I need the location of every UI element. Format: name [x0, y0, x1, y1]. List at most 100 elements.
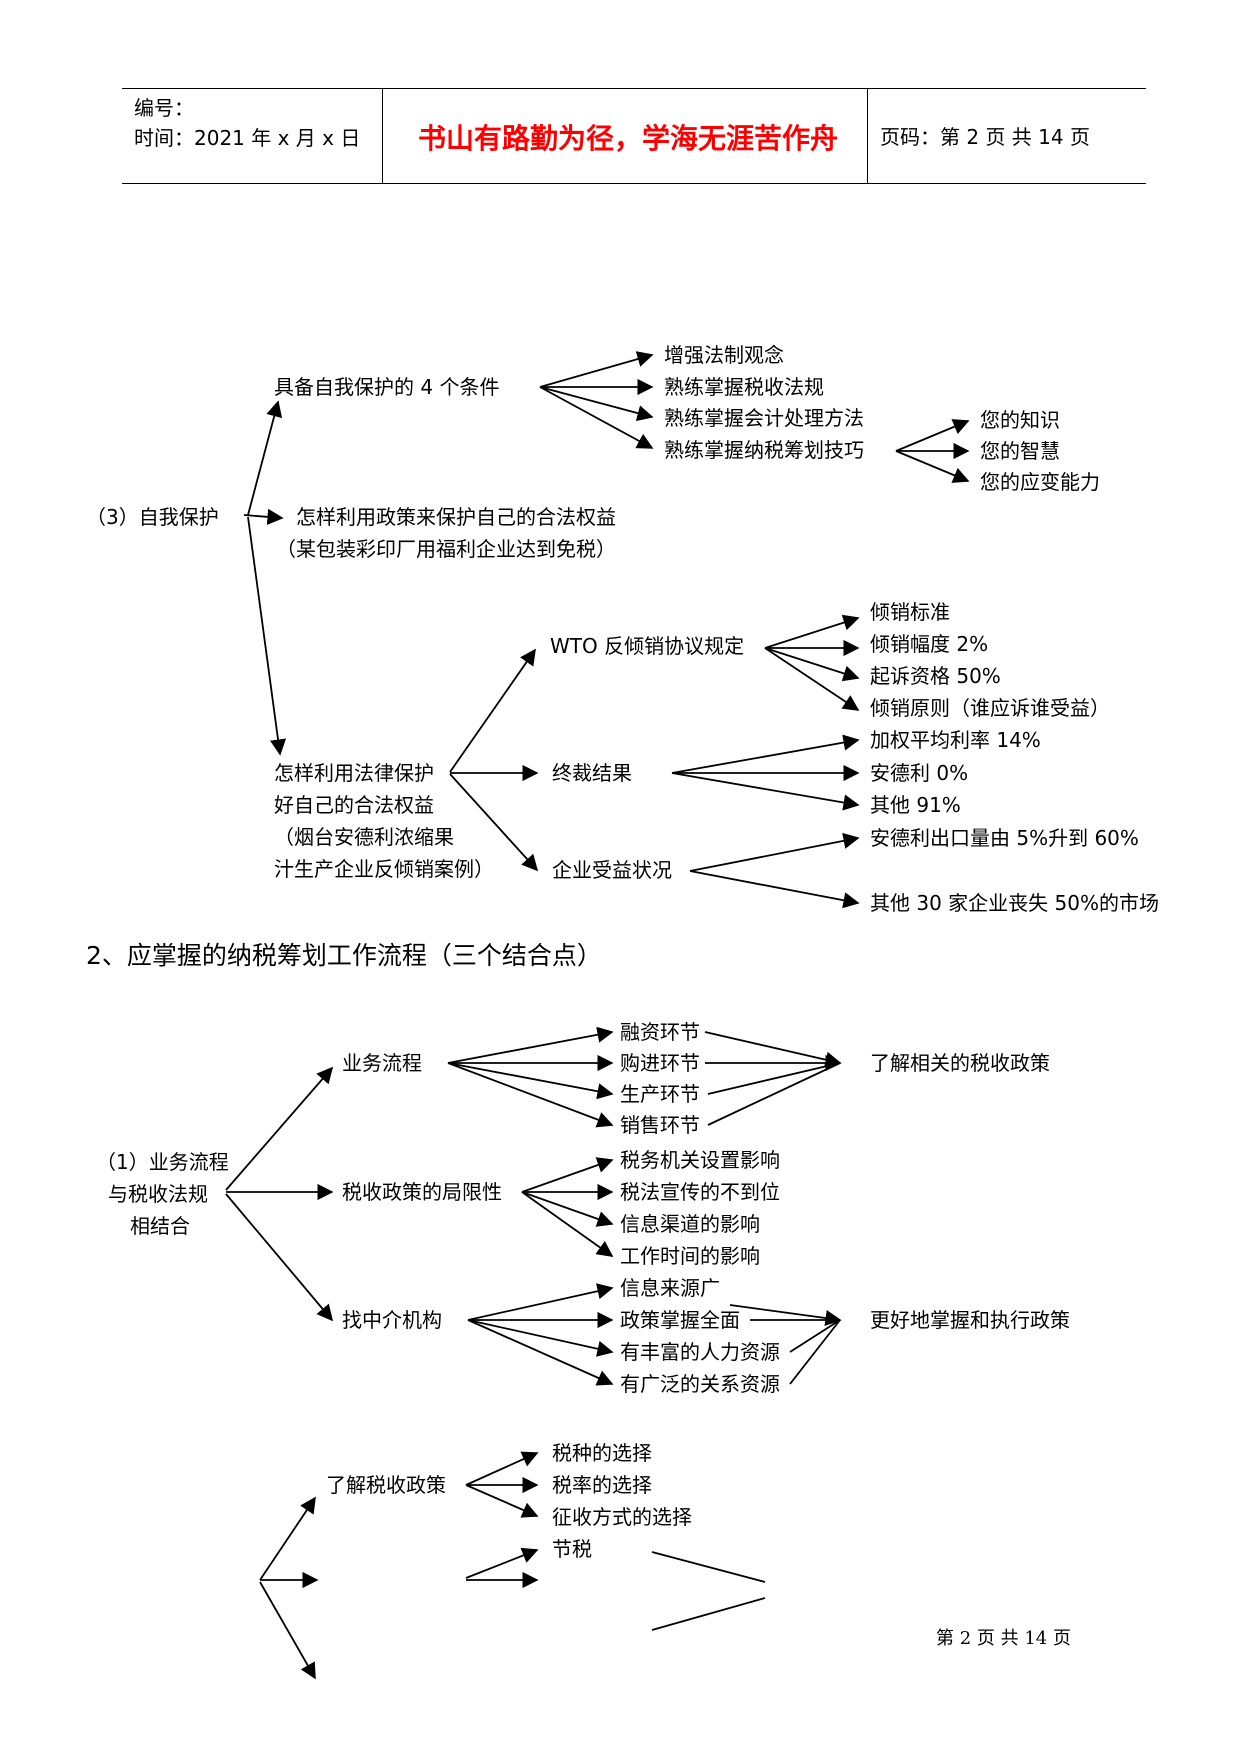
arrow-line: [895, 419, 970, 452]
arrow-line: [651, 1551, 766, 1583]
arrow-line: [539, 386, 654, 422]
agency-item: 政策掌握全面: [620, 1308, 740, 1332]
ruling-item: 加权平均利率 14%: [870, 728, 1041, 752]
limits-item: 信息渠道的影响: [620, 1212, 760, 1236]
wto-item: 倾销幅度 2%: [870, 632, 989, 656]
limits-item: 税法宣传的不到位: [620, 1180, 780, 1204]
header-meta: 编号： 时间：2021 年 x 月 x 日: [134, 93, 360, 153]
law-example: 汁生产企业反倾销案例）: [274, 857, 494, 881]
arrow-line: [465, 1547, 539, 1579]
arrow-line: [764, 614, 860, 649]
arrow-line: [671, 772, 860, 811]
business-item: 销售环节: [620, 1113, 700, 1137]
arrow-line: [225, 1193, 334, 1322]
arrow-line: [247, 516, 287, 756]
arrow-line: [521, 1157, 614, 1193]
wto-title: WTO 反倾销协议规定: [550, 634, 745, 658]
tax-saving: 节税: [552, 1537, 592, 1561]
number-label: 编号：: [134, 96, 194, 120]
ruling-item: 安德利 0%: [870, 761, 969, 785]
arrow-line: [789, 1319, 841, 1353]
arrow-line: [764, 647, 860, 682]
section2-root: 与税收法规: [108, 1182, 208, 1206]
arrow-line: [467, 1319, 614, 1357]
arrow-line: [247, 400, 283, 516]
arrow-line: [707, 1062, 841, 1095]
condition-item: 熟练掌握会计处理方法: [664, 406, 864, 430]
ruling-title: 终裁结果: [552, 761, 632, 785]
arrow-line: [465, 1451, 539, 1486]
arrow-line: [521, 1191, 614, 1257]
arrow-line: [671, 734, 860, 774]
tax-policy-item: 税率的选择: [552, 1473, 652, 1497]
arrow-line: [539, 351, 654, 388]
business-title: 业务流程: [342, 1051, 422, 1075]
agency-item: 信息来源广: [620, 1276, 720, 1300]
tax-policy-item: 税种的选择: [552, 1441, 652, 1465]
agency-result: 更好地掌握和执行政策: [870, 1308, 1070, 1332]
conditions-title: 具备自我保护的 4 个条件: [274, 375, 500, 399]
arrow-line: [539, 386, 654, 449]
wto-item: 起诉资格 50%: [870, 664, 1001, 688]
limits-title: 税收政策的局限性: [342, 1180, 502, 1204]
skill-item: 您的应变能力: [980, 470, 1100, 494]
policy-example: （某包装彩印厂用福利企业达到免税）: [276, 537, 616, 561]
arrow-line: [447, 1026, 614, 1064]
skill-item: 您的知识: [980, 408, 1060, 432]
business-item: 生产环节: [620, 1082, 700, 1106]
arrow-line: [259, 1496, 316, 1581]
arrow-line: [689, 870, 860, 909]
arrow-line: [789, 1319, 841, 1385]
arrow-line: [225, 1066, 334, 1191]
wto-item: 倾销原则（谁应诉谁受益）: [870, 696, 1110, 720]
tax-policy-title: 了解税收政策: [326, 1473, 446, 1497]
header-table: 编号： 时间：2021 年 x 月 x 日 书山有路勤为径，学海无涯苦作舟 页码…: [122, 88, 1146, 184]
law-example: （烟台安德利浓缩果: [274, 825, 454, 849]
agency-item: 有丰富的人力资源: [620, 1340, 780, 1364]
arrow-line: [447, 1062, 614, 1100]
tax-policy-item: 征收方式的选择: [552, 1505, 692, 1529]
header-page-code: 页码：第 2 页 共 14 页: [880, 125, 1090, 149]
skill-item: 您的智慧: [980, 439, 1060, 463]
limits-item: 税务机关设置影响: [620, 1148, 780, 1172]
condition-item: 增强法制观念: [664, 343, 784, 367]
arrow-line: [651, 1597, 766, 1631]
arrow-line: [521, 1191, 614, 1227]
arrow-line: [689, 832, 860, 872]
benefit-item: 安德利出口量由 5%升到 60%: [870, 826, 1139, 850]
arrow-line: [243, 508, 284, 525]
arrow-line: [729, 1304, 842, 1327]
agency-item: 有广泛的关系资源: [620, 1372, 780, 1396]
time-line: 时间：2021 年 x 月 x 日: [134, 126, 361, 150]
arrow-line: [704, 1031, 842, 1068]
header-divider: [867, 89, 868, 183]
self-protection-root: （3）自我保护: [86, 505, 219, 529]
condition-item: 熟练掌握纳税筹划技巧: [664, 438, 864, 462]
agency-title: 找中介机构: [342, 1308, 442, 1332]
arrow-line: [895, 450, 970, 483]
arrow-line: [449, 648, 536, 773]
arrow-line: [465, 1484, 539, 1518]
condition-item: 熟练掌握税收法规: [664, 375, 824, 399]
arrow-line: [259, 1581, 316, 1680]
arrow-line: [449, 773, 539, 872]
business-item: 融资环节: [620, 1020, 700, 1044]
arrow-line: [467, 1319, 614, 1386]
law-title: 好自己的合法权益: [274, 793, 434, 817]
limits-item: 工作时间的影响: [620, 1244, 760, 1268]
header-divider: [382, 89, 383, 183]
ruling-item: 其他 91%: [870, 793, 961, 817]
policy-title: 怎样利用政策来保护自己的合法权益: [296, 505, 616, 529]
arrow-line: [447, 1062, 614, 1128]
business-item: 购进环节: [620, 1051, 700, 1075]
arrow-line: [764, 647, 860, 711]
benefit-title: 企业受益状况: [552, 858, 672, 882]
header-motto: 书山有路勤为径，学海无涯苦作舟: [417, 122, 838, 155]
wto-item: 倾销标准: [870, 600, 950, 624]
arrow-line: [707, 1062, 841, 1126]
arrow-line: [467, 1283, 614, 1321]
page-footer: 第 2 页 共 14 页: [936, 1628, 1071, 1649]
benefit-item: 其他 30 家企业丧失 50%的市场: [870, 891, 1159, 915]
business-result: 了解相关的税收政策: [870, 1051, 1050, 1075]
